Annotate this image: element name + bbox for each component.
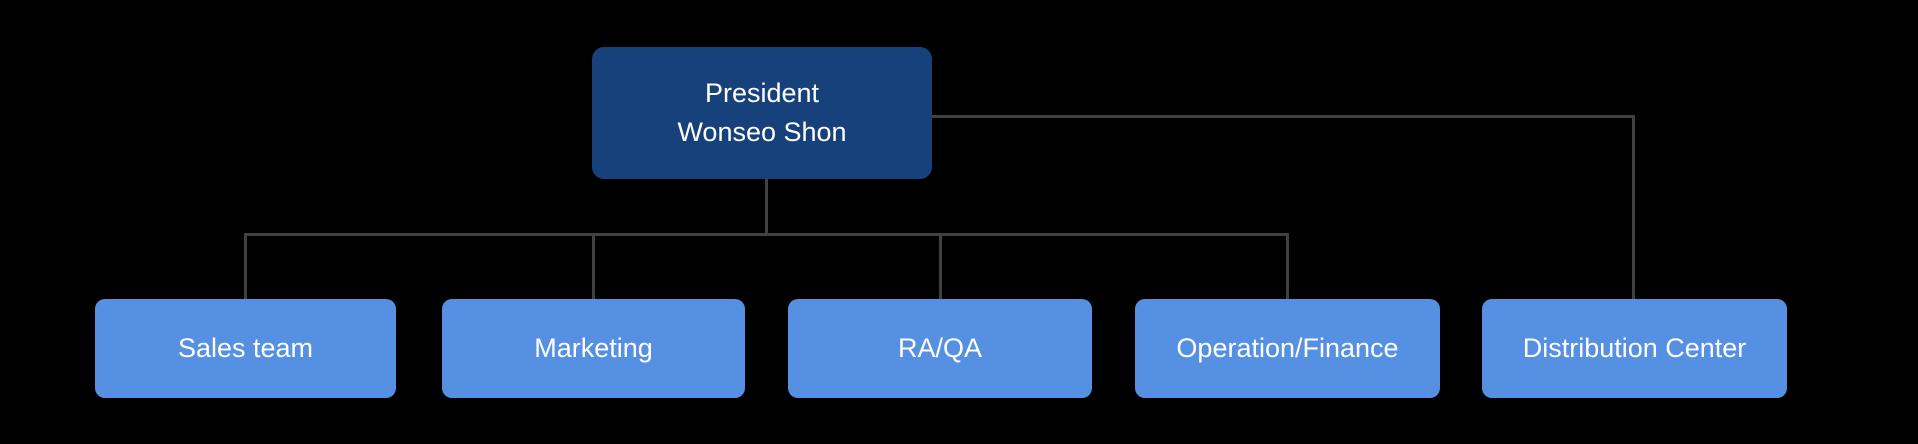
connector-right-horizontal <box>931 115 1633 118</box>
marketing-label: Marketing <box>534 333 653 363</box>
distribution-center-label: Distribution Center <box>1522 333 1747 363</box>
connector-president-drop <box>765 179 768 236</box>
operation-finance-label: Operation/Finance <box>1176 333 1399 363</box>
org-node-sales-team: Sales team <box>95 299 396 398</box>
org-node-marketing: Marketing <box>442 299 745 398</box>
org-node-operation-finance: Operation/Finance <box>1135 299 1440 398</box>
connector-drop-sales-team <box>244 233 247 299</box>
sales-team-label: Sales team <box>177 333 314 363</box>
org-node-president: President Wonseo Shon <box>592 47 932 179</box>
ra-qa-label: RA/QA <box>897 333 983 363</box>
org-node-distribution-center: Distribution Center <box>1482 299 1787 398</box>
connector-drop-marketing <box>592 233 595 299</box>
connector-bus <box>244 233 1289 236</box>
president-title-label: President <box>704 78 820 108</box>
connector-drop-operation-finance <box>1286 233 1289 299</box>
connector-drop-distribution-center <box>1632 115 1635 299</box>
connector-drop-ra-qa <box>939 233 942 299</box>
org-node-ra-qa: RA/QA <box>788 299 1092 398</box>
president-name-label: Wonseo Shon <box>677 117 847 147</box>
